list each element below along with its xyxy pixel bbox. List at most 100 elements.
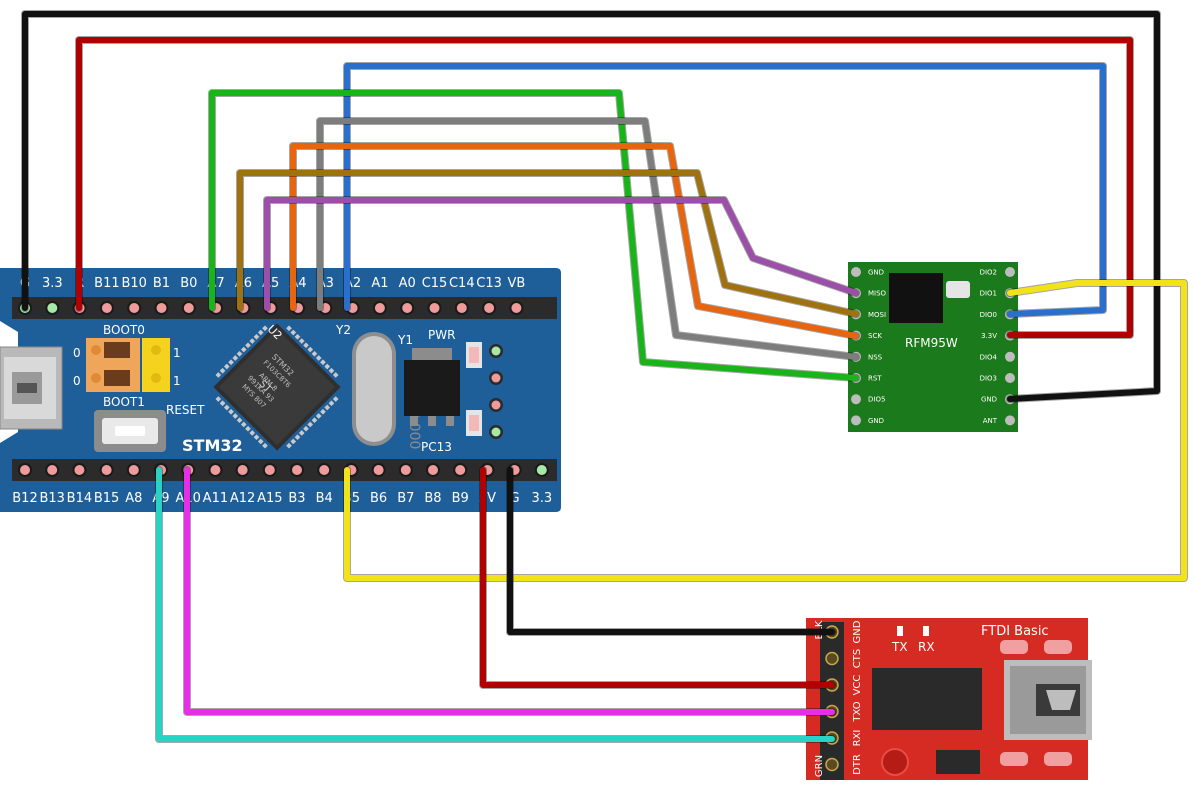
wire-purple-a8-miso: [264, 197, 859, 311]
rfm-right-pin-label: 3.3V: [981, 332, 997, 340]
stm32-top-pin-label: B10: [121, 276, 146, 291]
stm32-bottom-pin-label: B12: [12, 491, 37, 506]
stm32-top-pin-a0[interactable]: [402, 303, 413, 313]
stm32-bottom-pin-label: B6: [370, 491, 387, 506]
stm32-top-pin-c14[interactable]: [456, 303, 467, 313]
rfm-pin-dio4[interactable]: [1005, 351, 1015, 362]
stm32-top-pin-a1[interactable]: [374, 303, 385, 313]
ftdi-usb-connector: [1000, 640, 1092, 766]
reset-button[interactable]: [94, 410, 166, 452]
ftdi-regulator: [936, 750, 980, 774]
ftdi-pin-label: DTR: [852, 754, 863, 775]
rfm-left-pin-label: RST: [868, 375, 882, 383]
stm32-bottom-pin-b12[interactable]: [20, 465, 30, 475]
stm32-bottom-pin-b15[interactable]: [101, 465, 112, 475]
boot0-label: BOOT0: [103, 323, 145, 337]
stm32-bottom-pin-b13[interactable]: [47, 465, 58, 475]
stm32-bottom-pin-b4[interactable]: [319, 465, 330, 475]
rfm-right-pin-label: ANT: [983, 417, 998, 425]
ftdi-pin-label: CTS: [852, 649, 863, 668]
stm32-top-pin-label: C14: [449, 276, 475, 291]
ftdi-tx-label: TX: [891, 640, 908, 654]
stm32-top-pin-label: B0: [180, 276, 197, 291]
ftdi-pin-label: GND: [852, 620, 863, 643]
stm32-top-pin-vb[interactable]: [511, 303, 522, 313]
pc13-label: PC13: [421, 440, 452, 454]
wire-brown-a7-mosi: [237, 170, 859, 317]
wire-black-gnd: [22, 11, 1160, 402]
stm32-bottom-pin-label: B7: [397, 491, 414, 506]
wire-black-g-gnd: [507, 467, 835, 635]
stm32-bottom-pin-label: A12: [230, 491, 255, 506]
stm32-bottom-pin-a15[interactable]: [264, 465, 275, 475]
y2-label: Y2: [335, 323, 351, 337]
stm32-bottom-pin-label: B15: [94, 491, 119, 506]
rfm-pin-ant[interactable]: [1005, 415, 1015, 426]
stm32-bottom-pin-b14[interactable]: [74, 465, 85, 475]
stm32-top-pin-b11[interactable]: [101, 303, 112, 313]
ftdi-edge-label-bottom: GRN: [814, 755, 825, 777]
rfm-left-pin-label: NSS: [868, 353, 883, 361]
stm32-bottom-pin-a12[interactable]: [237, 465, 248, 475]
ftdi-pin-label: TXO: [852, 701, 863, 722]
stm32-top-pin-label: C15: [422, 276, 448, 291]
stm32-top-pin-33[interactable]: [47, 303, 58, 313]
stm32-bottom-pin-label: A8: [125, 491, 142, 506]
boot-jumpers: BOOT0 BOOT1 0 0 1 1: [73, 323, 181, 409]
wire-magenta-a10-txo: [184, 467, 835, 715]
jumper-zero-b: 0: [73, 374, 81, 388]
ftdi-capacitor: [881, 748, 909, 776]
pwr-label: PWR: [428, 328, 455, 342]
stm32-top-pin-c13[interactable]: [484, 303, 495, 313]
stm32-bottom-pin-a8[interactable]: [128, 465, 139, 475]
ftdi-pin-label: VCC: [852, 675, 863, 696]
stm32-bottom-pin-label: 3.3: [531, 491, 552, 506]
rfm-pin-dio3[interactable]: [1005, 373, 1015, 383]
mcu-chip: STM32 F103C8T6 ARM 8 991KA 93 MYS 807 ST: [213, 323, 341, 451]
boot1-label: BOOT1: [103, 395, 145, 409]
stm32-bottom-pin-label: B9: [452, 491, 469, 506]
stm32-top-pin-label: A0: [399, 276, 416, 291]
stm32-top-pin-b1[interactable]: [156, 303, 167, 313]
stm32-bottom-pin-label: G: [510, 491, 520, 506]
stm32-bottom-pin-a11[interactable]: [210, 465, 221, 475]
stm32-top-pin-b10[interactable]: [129, 303, 140, 313]
stm32-bottom-pin-label: B13: [39, 491, 64, 506]
rfm-pin-dio5[interactable]: [851, 394, 861, 405]
stm32-top-pin-c15[interactable]: [429, 303, 440, 313]
stm32-bottom-pin-b9[interactable]: [455, 465, 466, 475]
stm32-bottom-pin-b3[interactable]: [292, 465, 302, 475]
rfm-name: RFM95W: [905, 336, 958, 350]
y1-label: Y1: [397, 333, 413, 347]
stm32-bottom-pin-b8[interactable]: [428, 465, 438, 475]
stm32-label: STM32: [182, 436, 243, 455]
ftdi-chip: [872, 668, 982, 730]
stm32-top-pin-label: C13: [476, 276, 502, 291]
stm32-top-pin-label: B1: [153, 276, 170, 291]
stm32-bottom-pin-33[interactable]: [536, 465, 547, 475]
rfm-pin-gnd[interactable]: [851, 267, 861, 277]
ftdi-name: FTDI Basic: [981, 624, 1049, 639]
stm32-top-pin-label: B11: [94, 276, 119, 291]
usb-port: [0, 346, 63, 430]
rx-led-icon: [923, 626, 929, 636]
rfm-left-pin-label: MOSI: [868, 311, 886, 319]
stm32-bottom-pin-label: B14: [67, 491, 92, 506]
rfm-right-pin-label: DIO4: [980, 353, 998, 361]
stm32-bottom-pin-b7[interactable]: [400, 465, 411, 475]
stm32-bottom-pin-label: A15: [257, 491, 282, 506]
stm32-top-pin-label: VB: [507, 276, 525, 291]
rfm-right-pin-label: DIO0: [980, 311, 997, 319]
ftdi-pin-cts[interactable]: [825, 651, 839, 666]
stm32-top-pin-a2[interactable]: [347, 303, 358, 313]
bottom-header: [12, 459, 557, 481]
ftdi-pin-dtr[interactable]: [825, 757, 839, 772]
rfm-pin-dio2[interactable]: [1005, 267, 1015, 277]
rfm-pin-gnd[interactable]: [851, 415, 861, 426]
stm32-bottom-pin-label: A11: [203, 491, 228, 506]
stm32-top-pin-b0[interactable]: [183, 303, 194, 313]
stm32-bottom-pin-b6[interactable]: [373, 465, 384, 475]
